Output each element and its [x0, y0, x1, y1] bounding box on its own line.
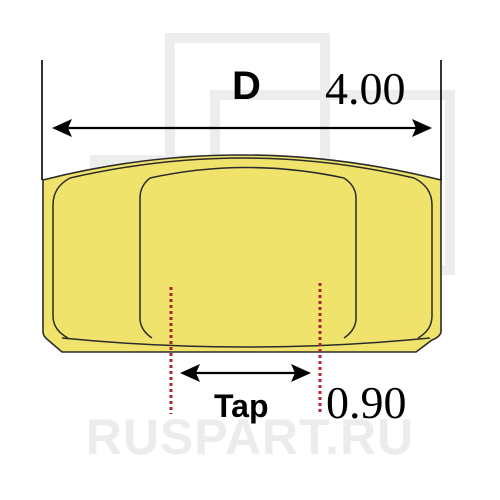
arrow-tap-right [291, 364, 311, 382]
arrow-tap-left [180, 364, 200, 382]
diameter-label: D [232, 64, 261, 108]
nut-facet-left-inner [139, 177, 153, 339]
tap-label: Tap [214, 388, 269, 424]
arrow-d-left [52, 119, 72, 137]
diameter-value: 4.00 [325, 63, 406, 114]
nut-bottom-edge [61, 337, 431, 348]
tap-value: 0.90 [326, 377, 407, 428]
nut-facet-right-inner [343, 177, 357, 339]
nut-facet-left [52, 177, 71, 339]
arrow-d-right [412, 119, 432, 137]
nut-facet-right [413, 177, 433, 339]
nut-top-edge [69, 157, 415, 179]
watermark-text: RUSPART.RU [85, 409, 415, 465]
nut-body [42, 154, 442, 353]
nut-facet-arc-left [149, 166, 345, 179]
